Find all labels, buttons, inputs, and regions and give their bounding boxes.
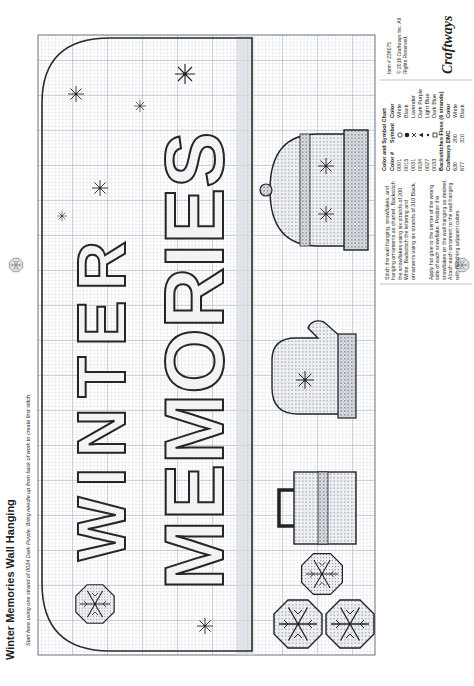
stitched-lettering: WINTER [67,231,135,561]
snowflake-motif [76,585,114,623]
chart-mark [270,134,346,246]
table-header: Craftways [445,145,452,171]
snowflake-ornament [326,600,374,648]
star-motif [68,86,84,102]
legend-text: Dark Purple [417,89,424,118]
grid-border [38,35,375,655]
divider-snowflake [9,258,22,271]
item-number: Item # 239075 [386,4,392,74]
legend-text: Black [403,105,410,118]
legend-text: Lavender [410,95,417,118]
instruction-note: Apply hot glue to the center of the wron… [428,176,460,280]
chart-mark [260,184,272,196]
panel-rule [380,284,472,285]
legend-text: White [396,104,403,118]
legend-symbol [432,132,438,138]
snowflake-ornament [274,600,322,648]
table-cell: 0001 [396,159,403,171]
snowflake-ornament [302,554,343,595]
hat-ornament [260,130,368,250]
chart-heading: Color and Symbol Chart [381,108,388,171]
table-cell: 310 [459,134,466,143]
chart-mark [279,490,294,526]
star-motif [175,64,195,84]
chart-mark [318,158,334,174]
table-cell: 0033 [431,159,438,171]
table-header: DMC [445,130,452,143]
legend-text: Light Blue [424,94,431,118]
table-cell: 0027 [424,159,431,171]
legend-symbol [397,132,403,138]
table-cell: 677 [459,162,466,171]
chart-mark [296,371,314,389]
brand-logo: Craftways [440,16,457,74]
table-cell: 630 [452,162,459,171]
table-cell: Black [459,105,466,118]
legend-text: Dark Blue [431,94,438,118]
chart-ground [38,35,375,655]
mitten-ornament [272,321,356,418]
stitched-lettering: MEMORIES [152,132,236,590]
legend-symbol [411,132,417,138]
fine-grid [38,35,375,655]
instruction-note: Stitch the wall hanging, snowflakes, and… [384,176,416,280]
star-motif [92,180,108,196]
table-cell: 0031 [410,159,417,171]
chart-mark [294,472,356,544]
table-header: Color [389,104,396,118]
chart-mark [300,134,310,246]
chart-title: Winter Memories Wall Hanging [4,499,17,660]
chart-heading: Backstitches Floss (6 strands) [438,92,445,171]
table-cell: 200 [452,134,459,143]
copyright-note: © 2016 Craftways Inc. All Rights Reserve… [396,4,408,74]
panel-rule [380,80,472,81]
major-grid [38,35,375,655]
star-motif [57,211,67,221]
chart-mark [272,321,342,414]
table-cell: White [452,104,459,118]
chart-mark [318,206,334,222]
table-header: Color [445,104,452,118]
star-motif [197,618,213,634]
chart-mark [318,472,328,544]
table-header: Symbol [389,123,396,143]
legend-symbol [418,132,424,138]
table-cell: 0015 [403,159,410,171]
start-note: Start here using one strand of 0034 Dark… [25,393,32,646]
legend-symbol [404,132,410,138]
star-motif [134,100,146,112]
legend-symbol [425,132,431,138]
chart-mark [344,130,368,250]
table-header: Color # [389,152,396,171]
hanging-outline [42,38,252,651]
table-cell: 0034 [417,159,424,171]
bag-ornament [279,472,356,544]
chart-mark [338,334,356,418]
